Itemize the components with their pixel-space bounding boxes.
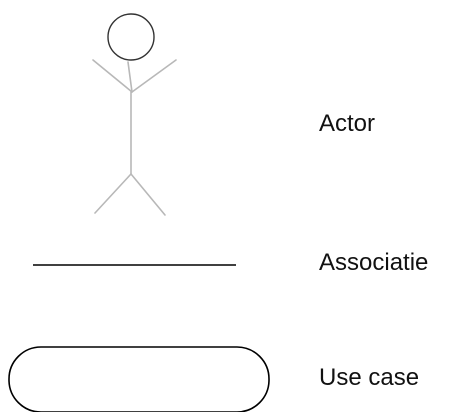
association-label: Associatie bbox=[319, 249, 429, 276]
actor-neck bbox=[127, 61, 133, 93]
actor-left-arm bbox=[92, 59, 133, 93]
actor-icon bbox=[92, 13, 177, 216]
use-case-label: Use case bbox=[319, 364, 420, 391]
actor-label: Actor bbox=[319, 110, 376, 137]
use-case-ellipse bbox=[8, 346, 270, 412]
actor-right-arm bbox=[131, 59, 177, 93]
actor-head bbox=[107, 13, 155, 61]
actor-right-leg bbox=[130, 173, 166, 216]
actor-left-leg bbox=[94, 173, 132, 214]
